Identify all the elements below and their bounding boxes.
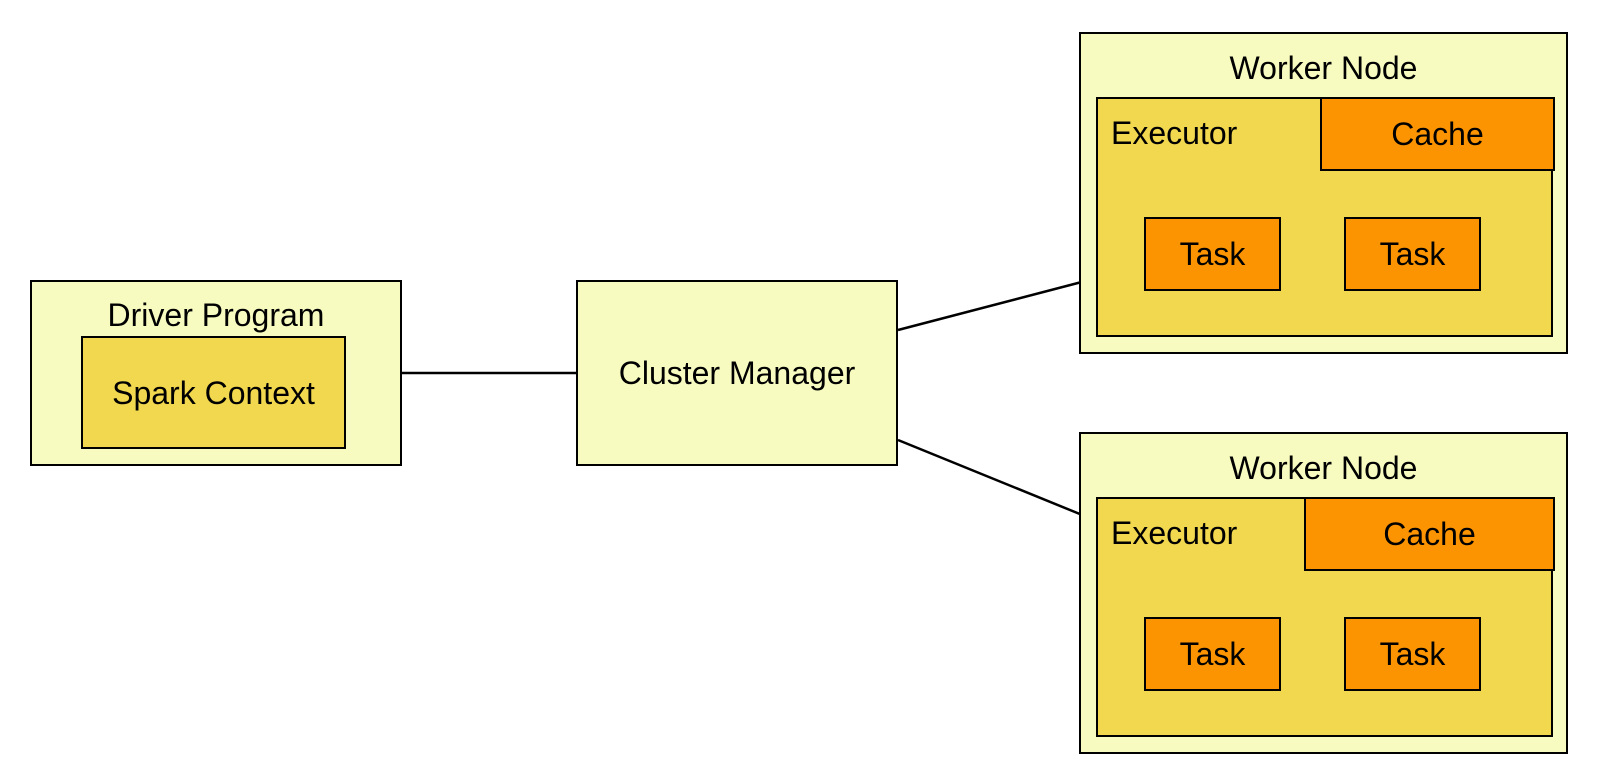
spark-context-box: Spark Context — [81, 336, 346, 449]
driver-program-box: Driver Program Spark Context — [30, 280, 402, 466]
task-box: Task — [1144, 217, 1281, 291]
executor-label: Executor — [1111, 115, 1238, 151]
task-box: Task — [1144, 617, 1281, 691]
worker-node-title: Worker Node — [1229, 50, 1418, 86]
worker-node-title: Worker Node — [1229, 450, 1418, 486]
cache-box: Cache — [1320, 97, 1555, 171]
task-label: Task — [1179, 636, 1246, 672]
task-box: Task — [1344, 617, 1481, 691]
cluster-manager-label: Cluster Manager — [618, 355, 856, 391]
cache-label: Cache — [1383, 516, 1476, 552]
task-label: Task — [1379, 636, 1446, 672]
cache-label: Cache — [1391, 116, 1484, 152]
manager-to-worker1-link — [897, 276, 1098, 332]
task-box: Task — [1344, 217, 1481, 291]
executor-label: Executor — [1111, 515, 1238, 551]
executor-box: Executor Cache Task Task — [1096, 497, 1555, 737]
manager-to-worker2-link — [897, 438, 1098, 523]
task-label: Task — [1379, 236, 1446, 272]
spark-context-label: Spark Context — [112, 374, 315, 411]
worker-node-box: Worker Node Executor Cache Task Task — [1079, 432, 1568, 754]
task-label: Task — [1179, 236, 1246, 272]
worker-node-box: Worker Node Executor Cache Task Task — [1079, 32, 1568, 354]
executor-box: Executor Cache Task Task — [1096, 97, 1555, 337]
cluster-manager-box: Cluster Manager — [576, 280, 898, 466]
driver-program-title: Driver Program — [107, 297, 325, 333]
cache-box: Cache — [1304, 497, 1555, 571]
